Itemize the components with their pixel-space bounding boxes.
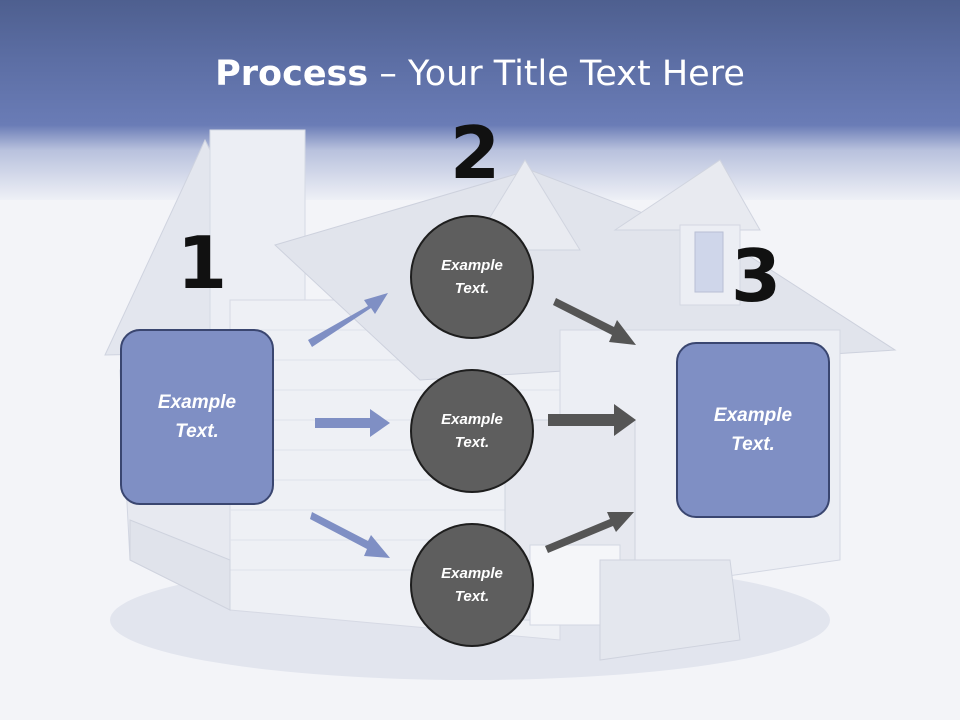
top-circle: Example Text. — [410, 215, 534, 339]
header-band — [0, 0, 960, 200]
arrow-bottom-to-right — [545, 512, 634, 553]
step-number-3: 3 — [731, 234, 782, 318]
title-regular: – Your Title Text Here — [368, 54, 745, 94]
step-number-1: 1 — [177, 221, 228, 305]
slide-title: Process – Your Title Text Here — [0, 52, 960, 96]
arrow-to-middle-circle — [315, 409, 390, 437]
arrow-to-bottom-circle — [310, 512, 390, 558]
right-text-box: Example Text. — [676, 342, 830, 518]
arrow-to-top-circle — [308, 293, 388, 347]
middle-circle: Example Text. — [410, 369, 534, 493]
arrow-top-to-right — [553, 298, 636, 345]
bottom-circle: Example Text. — [410, 523, 534, 647]
step-number-2: 2 — [450, 111, 501, 195]
left-text-box: Example Text. — [120, 329, 274, 505]
arrow-middle-to-right — [548, 404, 636, 436]
title-bold: Process — [215, 54, 369, 94]
